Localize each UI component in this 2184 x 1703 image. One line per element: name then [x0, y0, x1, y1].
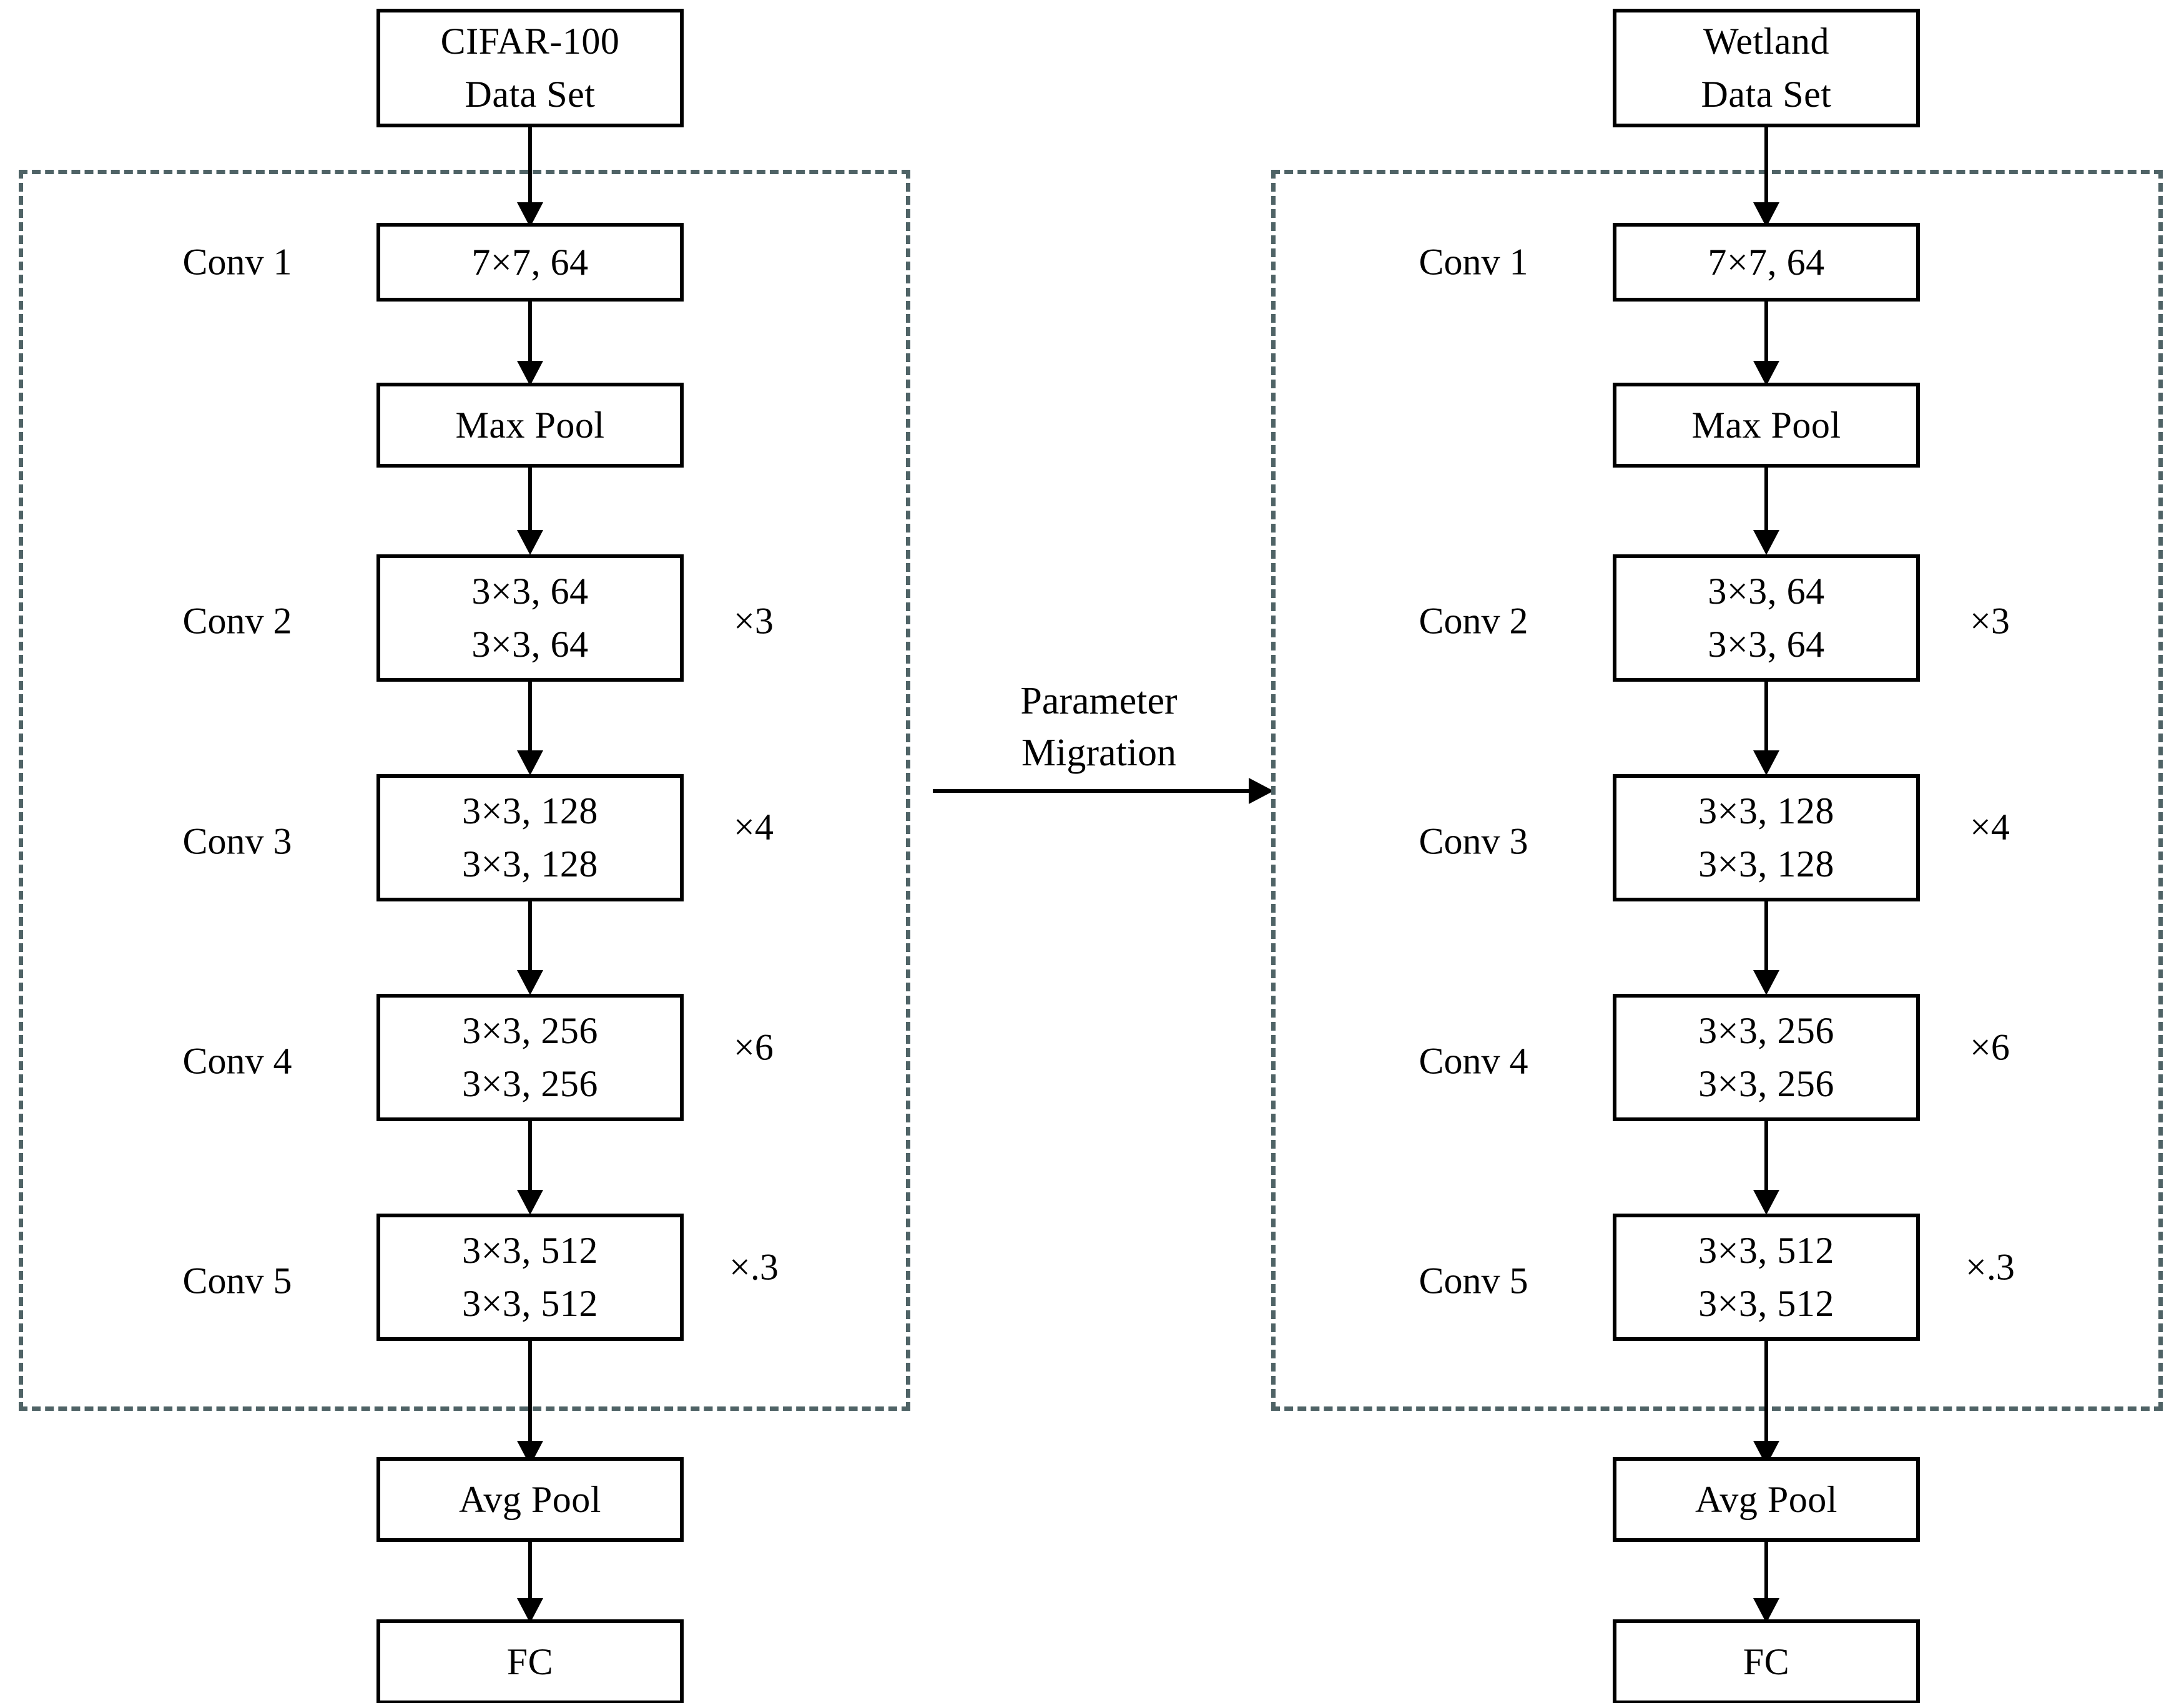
target-conv5-line2: 3×3, 512	[1698, 1283, 1834, 1324]
target-conv2-line1: 3×3, 64	[1708, 570, 1825, 612]
source-conv5-line1: 3×3, 512	[462, 1229, 598, 1271]
target-avgpool-line1: Avg Pool	[1695, 1479, 1837, 1520]
target-repeat-conv4: ×6	[1970, 1026, 2010, 1068]
source-conv1-line1: 7×7, 64	[471, 242, 589, 283]
source-conv2-box: 3×3, 64 3×3, 64	[376, 554, 684, 682]
target-fc-box: FC	[1613, 1619, 1920, 1703]
source-fc-box: FC	[376, 1619, 684, 1703]
target-dataset-box: Wetland Data Set	[1613, 9, 1920, 127]
target-conv5-line1: 3×3, 512	[1698, 1229, 1834, 1271]
target-stage-label-conv1: Conv 1	[1419, 241, 1528, 283]
source-stage-label-conv4: Conv 4	[182, 1040, 292, 1082]
target-conv2-box: 3×3, 64 3×3, 64	[1613, 554, 1920, 682]
parameter-migration-caption: Parameter Migration	[1020, 675, 1177, 779]
source-conv5-box: 3×3, 512 3×3, 512	[376, 1214, 684, 1341]
target-stage-label-conv4: Conv 4	[1419, 1040, 1528, 1082]
source-conv3-line1: 3×3, 128	[462, 790, 598, 832]
target-conv4-line2: 3×3, 256	[1698, 1063, 1834, 1104]
target-conv5-box: 3×3, 512 3×3, 512	[1613, 1214, 1920, 1341]
target-conv2-line2: 3×3, 64	[1708, 624, 1825, 665]
parameter-migration-line2: Migration	[1021, 732, 1176, 775]
target-maxpool-box: Max Pool	[1613, 383, 1920, 468]
target-repeat-conv5: ×.3	[1965, 1246, 2015, 1288]
target-repeat-conv2: ×3	[1970, 600, 2010, 642]
source-repeat-conv5: ×.3	[729, 1246, 779, 1288]
target-backbone-frame	[1271, 170, 2163, 1411]
source-conv5-line2: 3×3, 512	[462, 1283, 598, 1324]
source-conv4-line1: 3×3, 256	[462, 1009, 598, 1051]
source-backbone-frame	[19, 170, 910, 1411]
target-conv4-box: 3×3, 256 3×3, 256	[1613, 994, 1920, 1121]
target-stage-label-conv3: Conv 3	[1419, 820, 1528, 862]
target-dataset-line2: Data Set	[1701, 74, 1832, 115]
target-conv4-line1: 3×3, 256	[1698, 1009, 1834, 1051]
target-conv3-box: 3×3, 128 3×3, 128	[1613, 774, 1920, 901]
target-avgpool-box: Avg Pool	[1613, 1457, 1920, 1542]
source-repeat-conv2: ×3	[734, 600, 774, 642]
target-maxpool-line1: Max Pool	[1691, 405, 1841, 446]
source-fc-line1: FC	[506, 1641, 554, 1682]
source-conv4-box: 3×3, 256 3×3, 256	[376, 994, 684, 1121]
target-stage-label-conv5: Conv 5	[1419, 1260, 1528, 1302]
source-conv4-line2: 3×3, 256	[462, 1063, 598, 1104]
source-dataset-box: CIFAR-100 Data Set	[376, 9, 684, 127]
source-stage-label-conv5: Conv 5	[182, 1260, 292, 1302]
source-conv3-box: 3×3, 128 3×3, 128	[376, 774, 684, 901]
source-conv2-line1: 3×3, 64	[471, 570, 589, 612]
source-stage-label-conv1: Conv 1	[182, 241, 292, 283]
target-dataset-line1: Wetland	[1703, 20, 1829, 62]
source-avgpool-line1: Avg Pool	[459, 1479, 601, 1520]
source-conv3-line2: 3×3, 128	[462, 843, 598, 885]
source-repeat-conv3: ×4	[734, 806, 774, 848]
target-conv3-line1: 3×3, 128	[1698, 790, 1834, 832]
target-conv1-box: 7×7, 64	[1613, 223, 1920, 302]
target-stage-label-conv2: Conv 2	[1419, 600, 1528, 642]
source-dataset-line1: CIFAR-100	[440, 20, 620, 62]
source-stage-label-conv3: Conv 3	[182, 820, 292, 862]
source-repeat-conv4: ×6	[734, 1026, 774, 1068]
source-dataset-line2: Data Set	[465, 74, 596, 115]
target-conv3-line2: 3×3, 128	[1698, 843, 1834, 885]
source-maxpool-line1: Max Pool	[455, 405, 605, 446]
source-stage-label-conv2: Conv 2	[182, 600, 292, 642]
source-conv1-box: 7×7, 64	[376, 223, 684, 302]
target-fc-line1: FC	[1743, 1641, 1790, 1682]
parameter-migration-line1: Parameter	[1020, 680, 1178, 722]
source-conv2-line2: 3×3, 64	[471, 624, 589, 665]
target-repeat-conv3: ×4	[1970, 806, 2010, 848]
target-conv1-line1: 7×7, 64	[1708, 242, 1825, 283]
source-avgpool-box: Avg Pool	[376, 1457, 684, 1542]
source-maxpool-box: Max Pool	[376, 383, 684, 468]
